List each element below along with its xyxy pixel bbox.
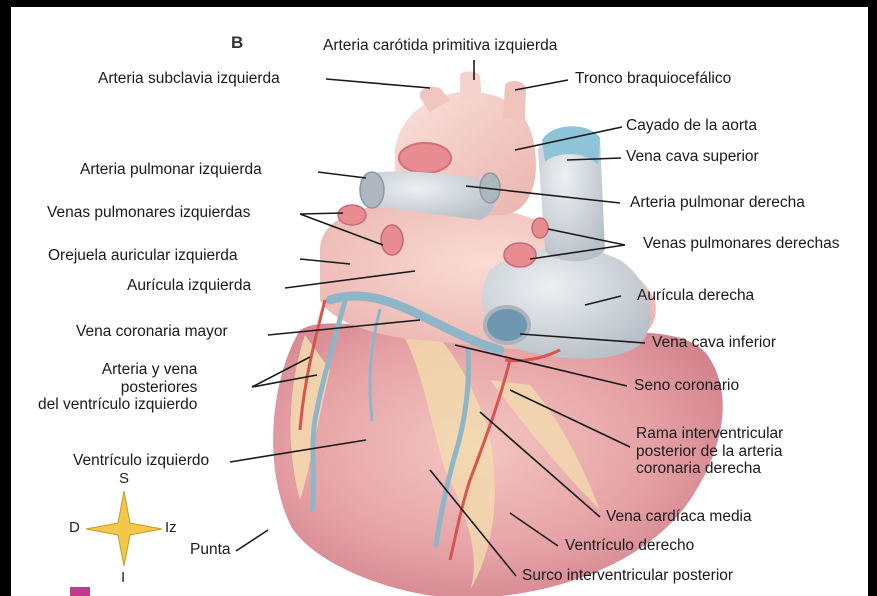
label-right-ventricle: Ventrículo derecho (565, 537, 694, 555)
panel-letter: B (231, 33, 243, 53)
left-carotid-shape (460, 71, 482, 100)
label-left-atrium: Aurícula izquierda (127, 277, 251, 295)
compass-star-icon (86, 491, 162, 566)
aorta-opening (399, 143, 451, 173)
right-pulmonary-vein-lower (504, 243, 536, 267)
label-right-atrium: Aurícula derecha (637, 287, 754, 305)
right-pulmonary-vein-upper (532, 218, 548, 238)
compass-right: D (69, 519, 80, 536)
label-left-common-carotid: Arteria carótida primitiva izquierda (323, 37, 557, 55)
label-posterior-interventricular-sulcus: Surco interventricular posterior (522, 567, 733, 585)
label-left-ventricle: Ventrículo izquierdo (73, 452, 209, 470)
label-posterior-lv-vessels: Arteria y vena posteriores del ventrícul… (38, 361, 197, 414)
compass-inferior: I (121, 569, 125, 586)
page-tab-marker (70, 587, 90, 596)
brachiocephalic-shape (503, 81, 526, 120)
label-superior-vena-cava: Vena cava superior (626, 148, 759, 166)
label-middle-cardiac-vein: Vena cardíaca media (606, 508, 752, 526)
label-brachiocephalic-trunk: Tronco braquiocefálico (575, 70, 731, 88)
label-left-pulmonary-artery: Arteria pulmonar izquierda (80, 161, 262, 179)
label-inferior-vena-cava: Vena cava inferior (652, 334, 776, 352)
inferior-vena-cava-opening (485, 307, 529, 343)
label-coronary-sinus: Seno coronario (634, 377, 739, 395)
label-right-pulmonary-artery: Arteria pulmonar derecha (630, 194, 805, 212)
left-pulmonary-vein-lower (381, 225, 403, 255)
label-left-pulmonary-veins: Venas pulmonares izquierdas (47, 204, 250, 222)
label-left-subclavian: Arteria subclavia izquierda (98, 70, 280, 88)
label-left-auricle: Orejuela auricular izquierda (48, 247, 238, 265)
compass-left: Iz (165, 519, 177, 536)
label-apex: Punta (190, 541, 231, 559)
label-great-cardiac-vein: Vena coronaria mayor (76, 323, 228, 341)
label-posterior-interventricular-branch: Rama interventricular posterior de la ar… (636, 425, 783, 478)
label-aortic-arch: Cayado de la aorta (626, 117, 757, 135)
left-pulmonary-vein-upper (338, 205, 366, 225)
label-right-pulmonary-veins: Venas pulmonares derechas (643, 235, 839, 253)
compass-superior: S (119, 470, 129, 487)
